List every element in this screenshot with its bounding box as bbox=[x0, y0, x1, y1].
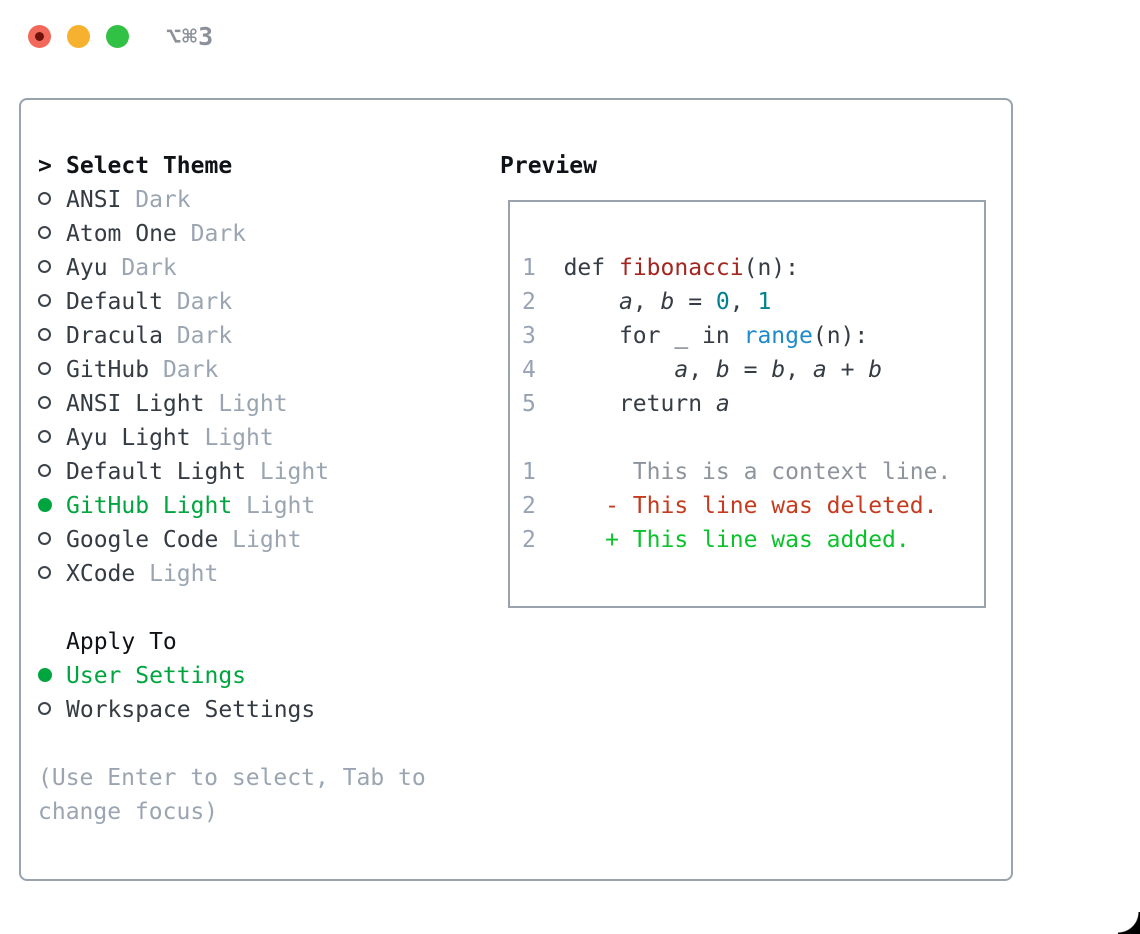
radio-icon bbox=[38, 693, 66, 727]
radio-icon bbox=[38, 285, 66, 319]
theme-name: Atom One bbox=[66, 221, 177, 247]
cursor-caret: > bbox=[38, 153, 52, 179]
close-button[interactable] bbox=[28, 25, 51, 48]
radio-icon bbox=[38, 217, 66, 251]
code-line: 2 a, b = 0, 1 bbox=[522, 289, 772, 315]
theme-variant-label: Light bbox=[232, 493, 316, 519]
theme-name: Ayu Light bbox=[66, 425, 191, 451]
theme-option[interactable]: Ayu Light Light bbox=[38, 421, 458, 455]
code-line: 1 def fibonacci(n): bbox=[522, 255, 799, 281]
radio-ring-icon bbox=[38, 192, 51, 205]
radio-icon bbox=[38, 523, 66, 557]
theme-option[interactable]: ANSI Light Light bbox=[38, 387, 458, 421]
theme-variant-label: Light bbox=[135, 561, 219, 587]
apply-to-option-label: User Settings bbox=[66, 663, 247, 689]
theme-variant-label: Light bbox=[204, 391, 288, 417]
selected-radio-icon bbox=[38, 489, 66, 523]
radio-ring-icon bbox=[38, 294, 51, 307]
radio-ring-icon bbox=[38, 396, 51, 409]
radio-icon bbox=[38, 353, 66, 387]
diff-added-line: 2 + This line was added. bbox=[522, 527, 910, 553]
preview-title: Preview bbox=[500, 153, 597, 179]
select-theme-header: > Select Theme bbox=[38, 149, 458, 183]
theme-variant-label: Light bbox=[246, 459, 330, 485]
theme-name: Dracula bbox=[66, 323, 163, 349]
theme-option[interactable]: Atom One Dark bbox=[38, 217, 458, 251]
radio-ring-icon bbox=[38, 702, 51, 715]
theme-variant-label: Dark bbox=[121, 187, 191, 213]
theme-variant-label: Dark bbox=[107, 255, 177, 281]
radio-ring-icon bbox=[38, 430, 51, 443]
code-line: 3 for _ in range(n): bbox=[522, 323, 869, 349]
theme-option[interactable]: Google Code Light bbox=[38, 523, 458, 557]
radio-dot-icon bbox=[38, 497, 52, 512]
blank-line bbox=[522, 421, 984, 455]
theme-option[interactable]: Default Dark bbox=[38, 285, 458, 319]
theme-option[interactable]: Dracula Dark bbox=[38, 319, 458, 353]
zoom-button[interactable] bbox=[106, 25, 129, 48]
radio-icon bbox=[38, 251, 66, 285]
code-line: 5 return a bbox=[522, 391, 730, 417]
radio-dot-icon bbox=[38, 667, 52, 682]
radio-icon bbox=[38, 455, 66, 489]
radio-ring-icon bbox=[38, 464, 51, 477]
theme-name: Default Light bbox=[66, 459, 247, 485]
theme-option[interactable]: ANSI Dark bbox=[38, 183, 458, 217]
theme-option[interactable]: GitHub Light Light bbox=[38, 489, 458, 523]
apply-to-option[interactable]: Workspace Settings bbox=[38, 693, 458, 727]
select-theme-title: Select Theme bbox=[66, 153, 233, 179]
radio-icon bbox=[38, 319, 66, 353]
apply-to-title: Apply To bbox=[66, 629, 177, 655]
theme-option[interactable]: Default Light Light bbox=[38, 455, 458, 489]
theme-variant-label: Dark bbox=[149, 357, 219, 383]
radio-ring-icon bbox=[38, 362, 51, 375]
theme-name: Ayu bbox=[66, 255, 108, 281]
theme-name: ANSI Light bbox=[66, 391, 205, 417]
code-line: 4 a, b = b, a + b bbox=[522, 357, 883, 383]
theme-variant-label: Light bbox=[218, 527, 302, 553]
theme-option[interactable]: XCode Light bbox=[38, 557, 458, 591]
theme-variant-label: Dark bbox=[162, 289, 233, 315]
theme-name: Google Code bbox=[66, 527, 219, 553]
radio-ring-icon bbox=[38, 328, 51, 341]
theme-name: XCode bbox=[66, 561, 136, 587]
radio-icon bbox=[38, 183, 66, 217]
keyboard-hint: (Use Enter to select, Tab to change focu… bbox=[38, 765, 426, 825]
radio-icon bbox=[38, 387, 66, 421]
theme-variant-label: Light bbox=[190, 425, 274, 451]
selected-radio-icon bbox=[38, 659, 66, 693]
radio-ring-icon bbox=[38, 532, 51, 545]
theme-variant-label: Dark bbox=[176, 221, 247, 247]
theme-preview-pane: 1 def fibonacci(n): 2 a, b = 0, 1 3 for _ … bbox=[508, 200, 986, 608]
theme-name: Default bbox=[66, 289, 163, 315]
apply-to-option[interactable]: User Settings bbox=[38, 659, 458, 693]
screen-corner bbox=[1118, 912, 1140, 934]
diff-context-line: 1 This is a context line. bbox=[522, 459, 952, 485]
apply-to-header: Apply To bbox=[38, 625, 458, 659]
minimize-button[interactable] bbox=[67, 25, 90, 48]
radio-icon bbox=[38, 421, 66, 455]
radio-ring-icon bbox=[38, 260, 51, 273]
spacer bbox=[38, 591, 458, 625]
radio-icon bbox=[38, 557, 66, 591]
window-title: ⌥⌘3 bbox=[166, 22, 215, 51]
diff-deleted-line: 2 - This line was deleted. bbox=[522, 493, 938, 519]
radio-ring-icon bbox=[38, 566, 51, 579]
theme-name: ANSI bbox=[66, 187, 122, 213]
theme-option[interactable]: GitHub Dark bbox=[38, 353, 458, 387]
theme-option[interactable]: Ayu Dark bbox=[38, 251, 458, 285]
radio-ring-icon bbox=[38, 226, 51, 239]
theme-name: GitHub Light bbox=[66, 493, 233, 519]
theme-variant-label: Dark bbox=[162, 323, 233, 349]
window-titlebar: ⌥⌘3 bbox=[0, 0, 1140, 74]
apply-to-option-label: Workspace Settings bbox=[66, 697, 316, 723]
theme-name: GitHub bbox=[66, 357, 150, 383]
